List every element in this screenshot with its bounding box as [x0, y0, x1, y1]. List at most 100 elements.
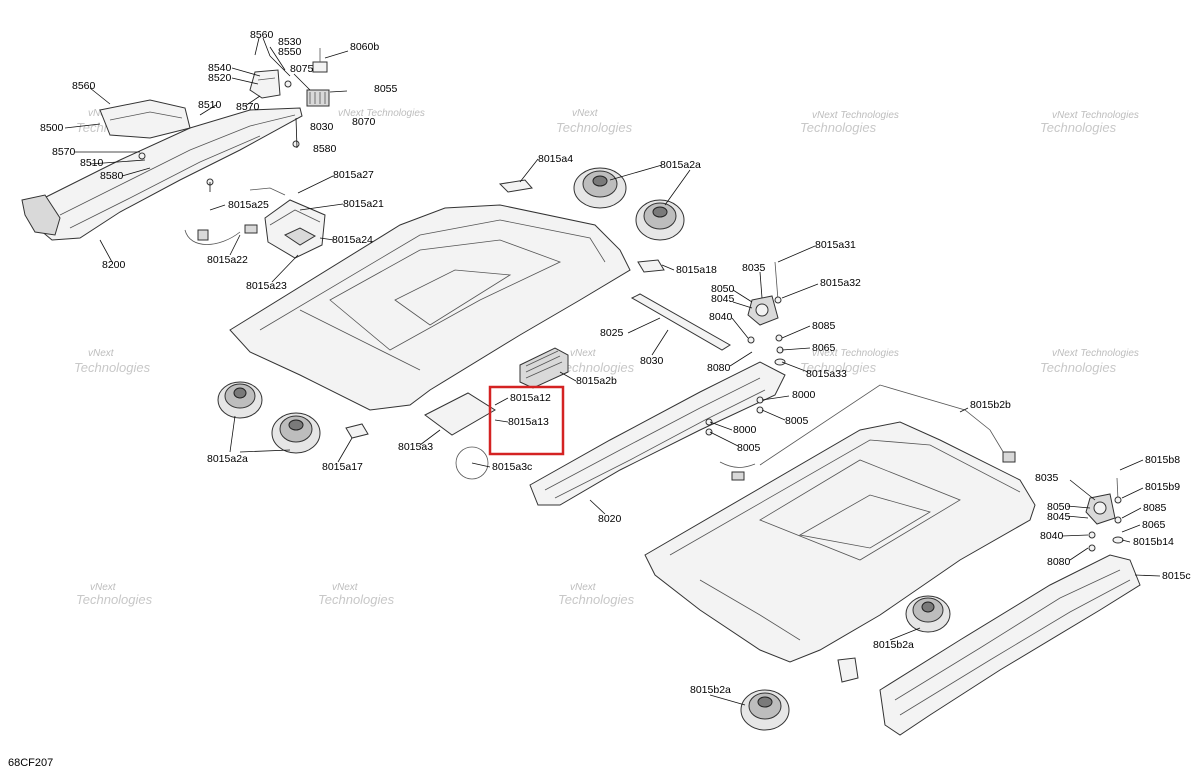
bracket-8035-right — [1085, 493, 1116, 525]
label-8045: 8045 — [711, 293, 735, 305]
label-8035: 8035 — [742, 262, 766, 274]
label-8015a2a: 8015a2a — [660, 159, 701, 171]
svg-text:vNext Technologies: vNext Technologies — [1052, 348, 1139, 359]
roof-panel-b — [644, 421, 1036, 663]
watermark: vNext Technologies Technologies — [800, 110, 899, 135]
speaker-8015a2a-top-1 — [573, 167, 627, 209]
label-8015a21: 8015a21 — [343, 198, 384, 210]
label-8045: 8045 — [1047, 511, 1071, 523]
leader-lines — [64, 37, 1161, 706]
speaker-8015a2a-top-2 — [635, 199, 685, 241]
label-8040: 8040 — [1040, 530, 1064, 542]
svg-text:vNext Technologies: vNext Technologies — [812, 110, 899, 121]
label-8015a31: 8015a31 — [815, 239, 856, 251]
label-8085: 8085 — [812, 320, 836, 332]
svg-text:Technologies: Technologies — [558, 592, 635, 607]
roof-panel-a — [229, 204, 631, 411]
label-8005: 8005 — [737, 442, 761, 454]
label-8015a12: 8015a12 — [510, 392, 551, 404]
watermark: vNext Technologies Technologies — [1040, 110, 1139, 135]
label-8520: 8520 — [208, 72, 232, 84]
label-8015a23: 8015a23 — [246, 280, 287, 292]
label-8200: 8200 — [102, 259, 126, 271]
label-8550: 8550 — [278, 46, 302, 58]
plate-8015a3 — [424, 392, 496, 480]
label-8055: 8055 — [374, 83, 398, 95]
label-8080: 8080 — [1047, 556, 1071, 568]
svg-text:vNext: vNext — [332, 582, 359, 593]
label-8015a27: 8015a27 — [333, 169, 374, 181]
svg-text:Technologies: Technologies — [1040, 360, 1117, 375]
label-8015b2a: 8015b2a — [690, 684, 731, 696]
bar-8015c — [879, 554, 1141, 736]
label-8580: 8580 — [100, 170, 124, 182]
speaker-8015b2a-mid — [905, 595, 951, 633]
label-8015a2a: 8015a2a — [207, 453, 248, 465]
label-8005: 8005 — [785, 415, 809, 427]
speaker-8015a2a-left-2 — [271, 412, 321, 454]
amplifier-8015a2b — [519, 347, 569, 389]
label-8015b2a: 8015b2a — [873, 639, 914, 651]
svg-text:vNext Technologies: vNext Technologies — [812, 348, 899, 359]
label-8015b14: 8015b14 — [1133, 536, 1174, 548]
watermark: vNext Technologies — [74, 348, 151, 375]
label-8015c: 8015c — [1162, 570, 1191, 582]
svg-text:Technologies: Technologies — [76, 592, 153, 607]
label-8070: 8070 — [352, 116, 376, 128]
label-8080: 8080 — [707, 362, 731, 374]
svg-text:Technologies: Technologies — [800, 360, 877, 375]
label-8510: 8510 — [80, 157, 104, 169]
label-8030: 8030 — [310, 121, 334, 133]
pad-8015a18 — [637, 259, 665, 273]
label-8025: 8025 — [600, 327, 624, 339]
highlight-box — [488, 385, 565, 456]
label-8570: 8570 — [52, 146, 76, 158]
watermark: vNext Technologies Technologies — [1040, 348, 1139, 375]
bracket-8080 — [837, 657, 859, 683]
label-8015b2b: 8015b2b — [970, 399, 1011, 411]
pad-8015a17 — [345, 423, 369, 439]
label-8015a2b: 8015a2b — [576, 375, 617, 387]
svg-text:vNext Technologies: vNext Technologies — [1052, 110, 1139, 121]
svg-text:Technologies: Technologies — [318, 592, 395, 607]
label-8015a13: 8015a13 — [508, 416, 549, 428]
label-8035: 8035 — [1035, 472, 1059, 484]
label-8530: 8530 — [278, 36, 302, 48]
label-8500: 8500 — [40, 122, 64, 134]
svg-text:vNext: vNext — [572, 108, 599, 119]
label-8580: 8580 — [313, 143, 337, 155]
label-8560: 8560 — [72, 80, 96, 92]
front-bar-8200 — [21, 99, 303, 241]
label-8015a3: 8015a3 — [398, 441, 433, 453]
label-8540: 8540 — [208, 62, 232, 74]
label-8015a25: 8015a25 — [228, 199, 269, 211]
label-8015a22: 8015a22 — [207, 254, 248, 266]
svg-text:Technologies: Technologies — [556, 120, 633, 135]
label-8050: 8050 — [711, 283, 735, 295]
label-8075: 8075 — [290, 63, 314, 75]
amplifier-8015a21 — [264, 199, 326, 259]
label-8510: 8510 — [198, 99, 222, 111]
hardware-fasteners — [138, 80, 1124, 552]
label-8030: 8030 — [640, 355, 664, 367]
watermark: vNext Technologies — [556, 108, 633, 135]
label-8570: 8570 — [236, 101, 260, 113]
label-8015a24: 8015a24 — [332, 234, 373, 246]
label-8015a17: 8015a17 — [322, 461, 363, 473]
svg-text:Technologies: Technologies — [1040, 120, 1117, 135]
label-8560: 8560 — [250, 29, 274, 41]
watermark: vNext Technologies — [558, 582, 635, 607]
harness-8015a25 — [184, 187, 286, 245]
label-8015b9: 8015b9 — [1145, 481, 1180, 493]
bar-8020 — [529, 361, 786, 506]
watermark: vNext Technologies Technologies — [800, 348, 899, 375]
label-8015a33: 8015a33 — [806, 368, 847, 380]
svg-text:Technologies: Technologies — [558, 360, 635, 375]
diagram-code: 68CF207 — [8, 757, 53, 769]
label-8000: 8000 — [792, 389, 816, 401]
label-8015a3c: 8015a3c — [492, 461, 532, 473]
label-8000: 8000 — [733, 424, 757, 436]
svg-text:vNext Technologies: vNext Technologies — [338, 108, 425, 119]
module-8055 — [306, 48, 330, 107]
label-8085: 8085 — [1143, 502, 1167, 514]
